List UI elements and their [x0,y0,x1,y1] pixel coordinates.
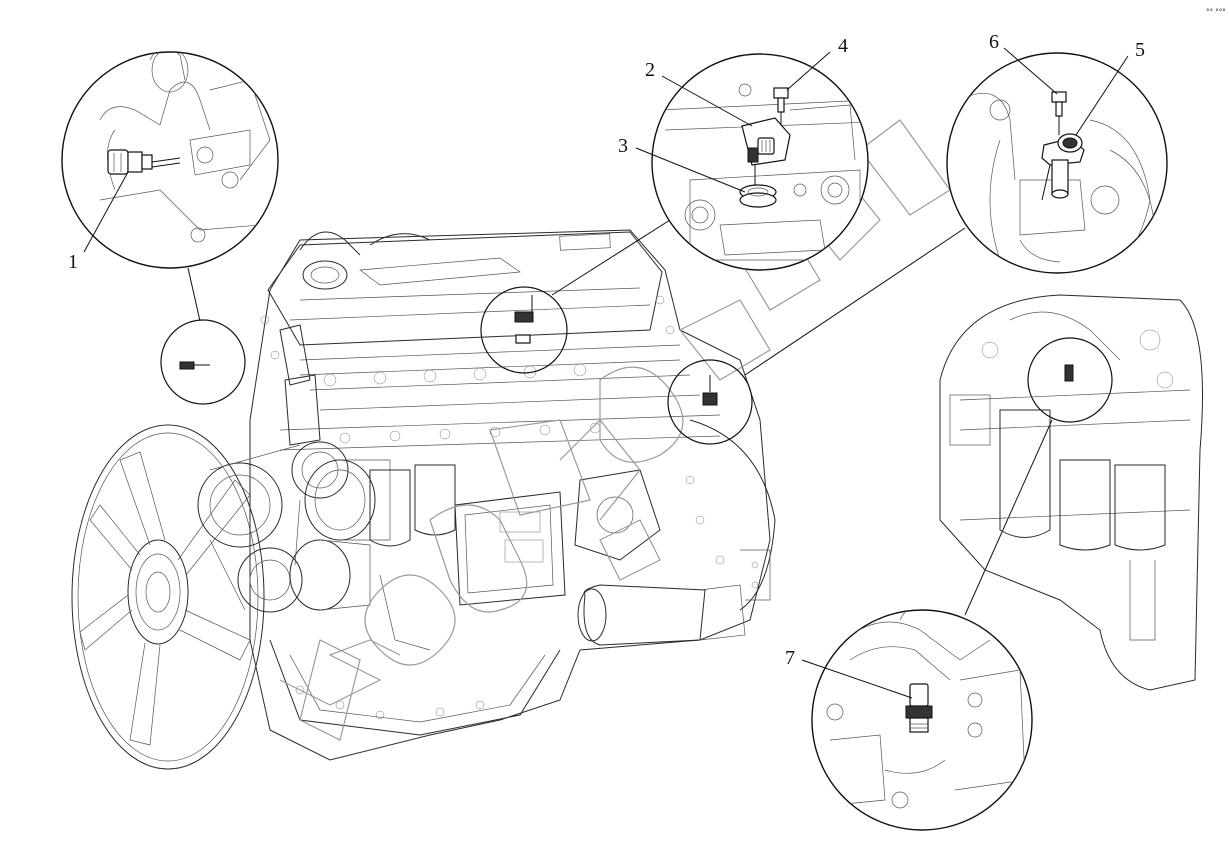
detail-view-2 [651,53,869,271]
callout-7: 7 [785,647,795,669]
sensor-2 [741,117,791,185]
locator-circles [160,286,1113,445]
engine-illustration [71,229,776,770]
sensor-5 [1041,133,1085,201]
callout-6: 6 [989,31,999,53]
seal-3 [739,184,777,208]
callout-4: 4 [838,35,848,57]
sensor-7 [905,683,933,733]
cooling-fan [71,424,265,770]
leader-lines [187,219,1053,616]
detail-view-3 [946,52,1168,274]
corner-mark: °° °°° [1206,8,1226,16]
sensor-1 [107,149,181,175]
side-view-illustration [939,294,1203,691]
callout-5: 5 [1135,39,1145,61]
callout-2: 2 [645,59,655,81]
callout-1: 1 [68,251,78,273]
callout-3: 3 [618,135,628,157]
bolt-4 [773,87,789,125]
bolt-6 [1051,91,1067,135]
callouts: 1 2 3 4 5 6 7 [68,31,1145,699]
detail-view-4 [811,609,1033,831]
detail-view-1 [61,51,279,269]
